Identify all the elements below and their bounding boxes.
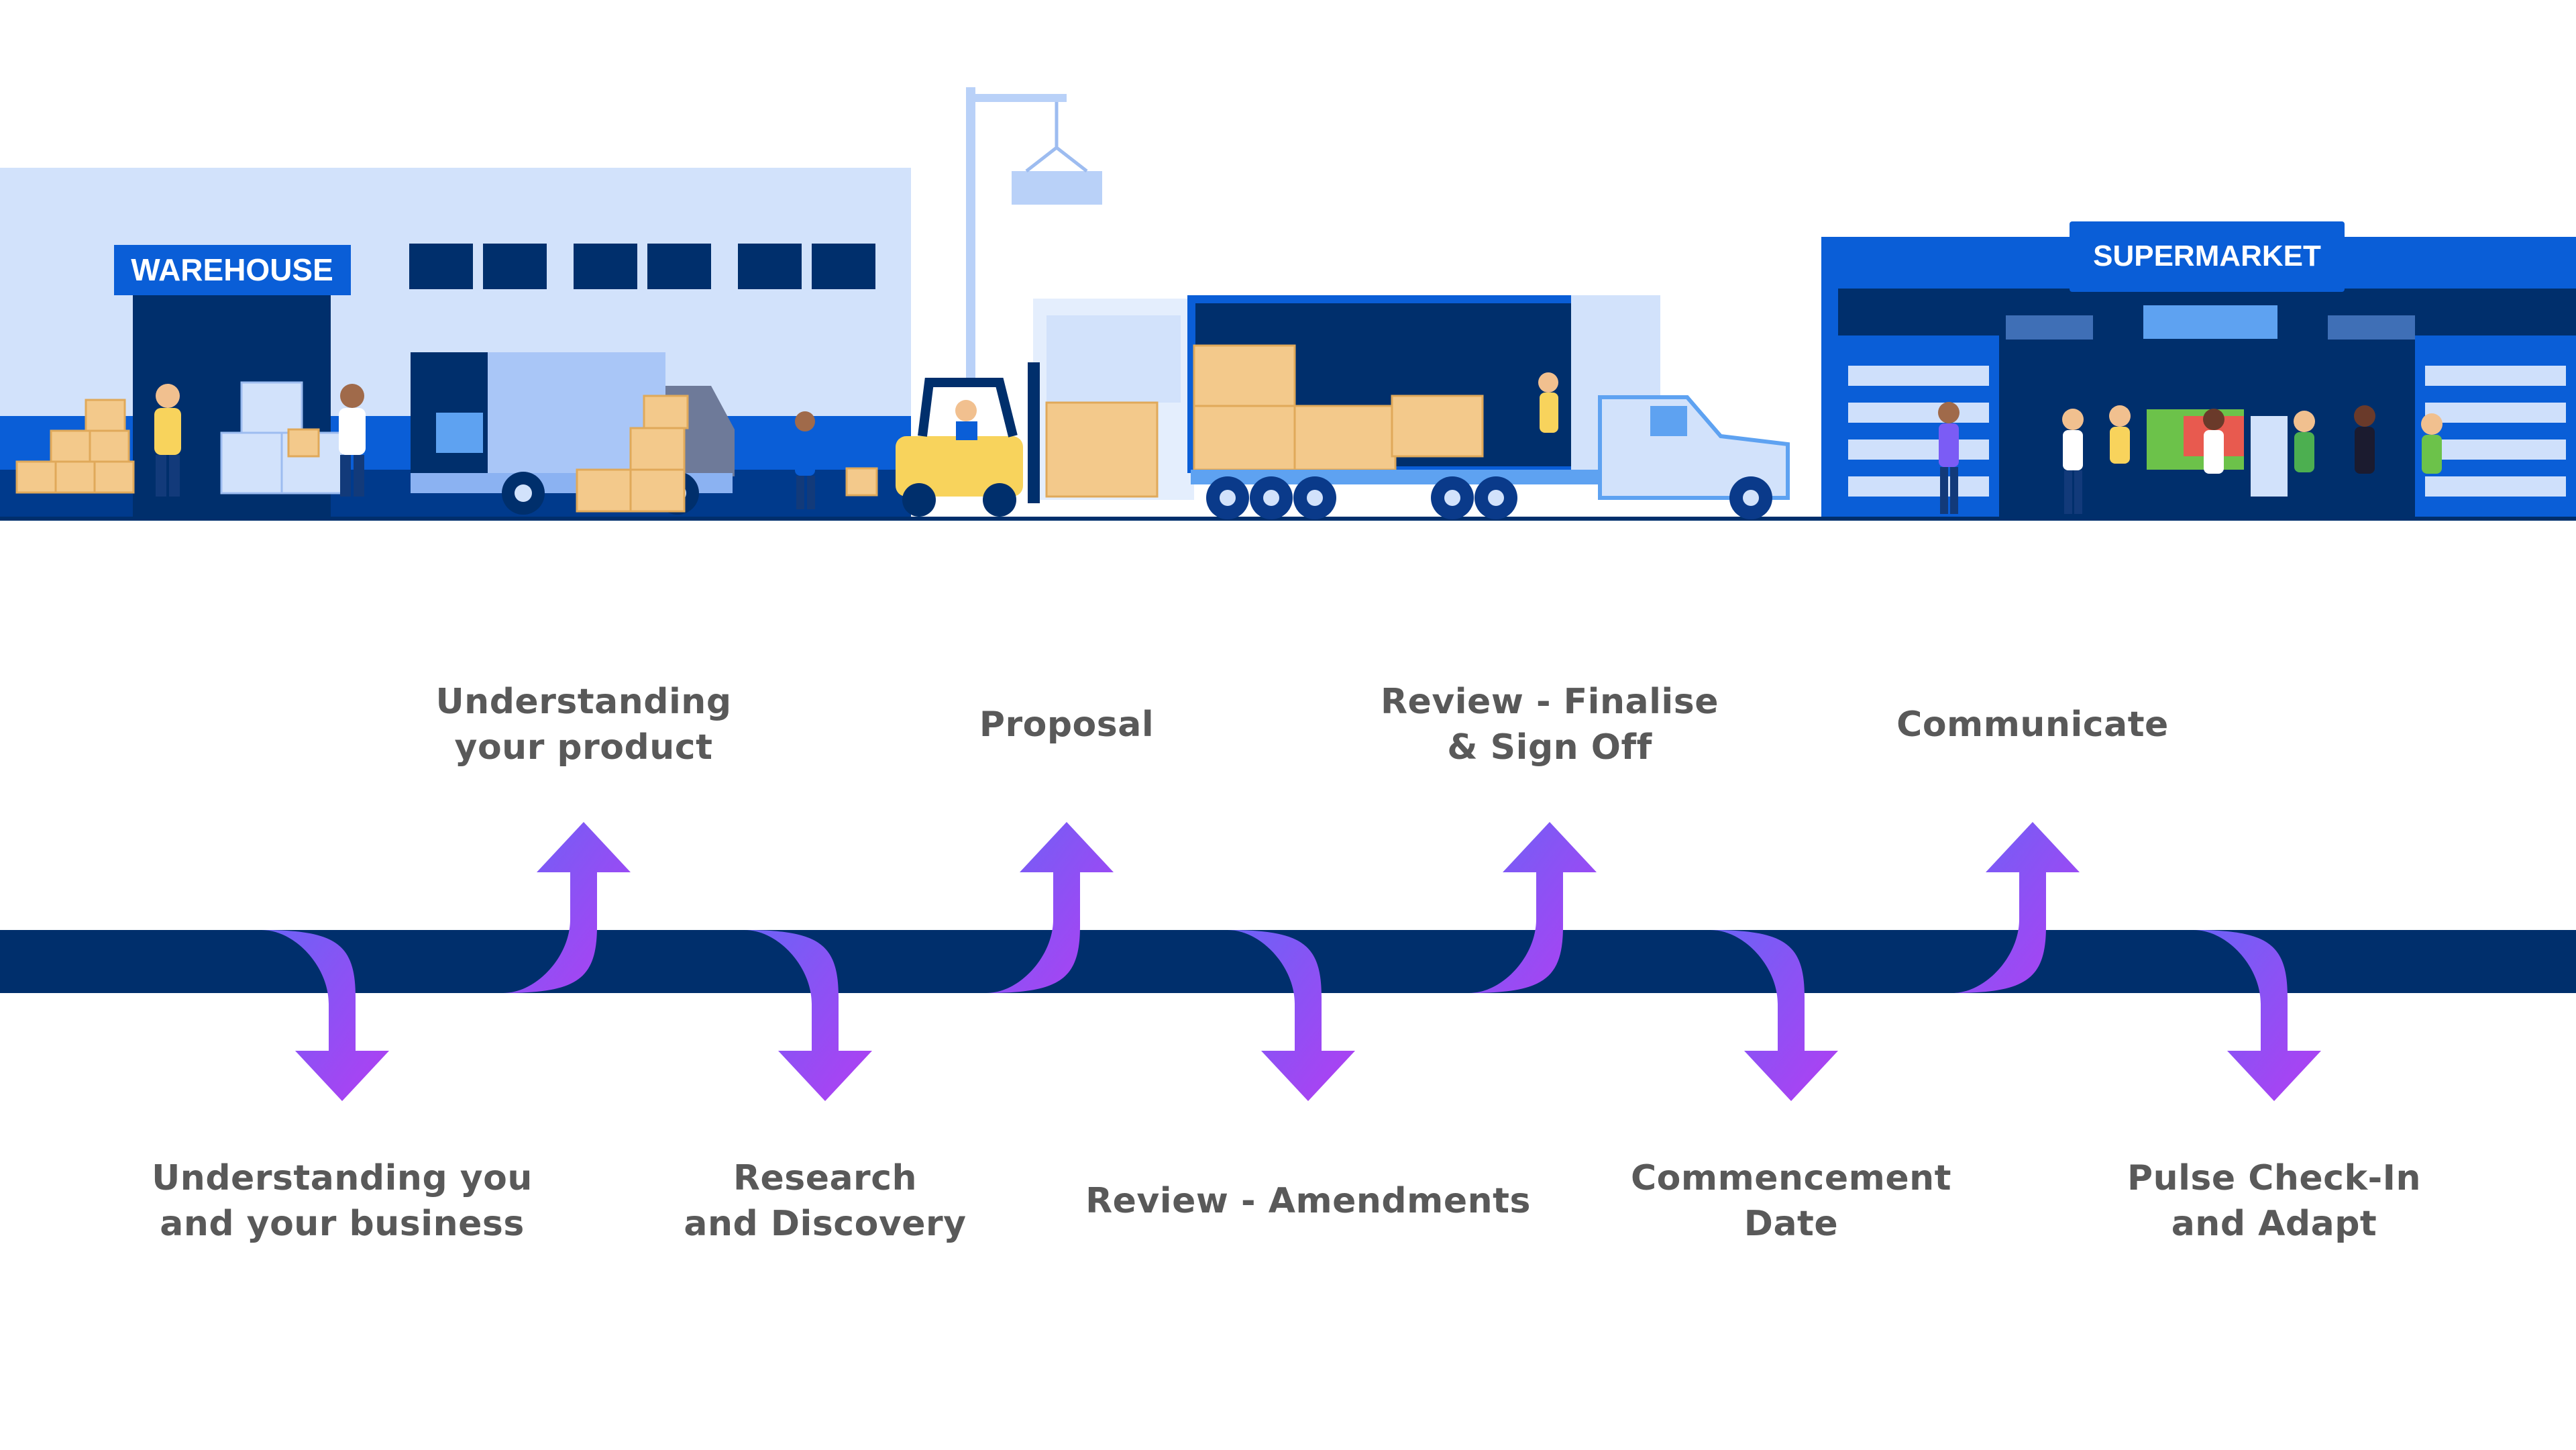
warehouse-windows [409, 244, 875, 289]
supermarket: SUPERMARKET [1821, 221, 2576, 517]
process-arrow-down [745, 930, 872, 1101]
process-arrow-down [1711, 930, 1838, 1101]
process-timeline [0, 822, 2576, 1101]
process-arrow-up [1469, 822, 1597, 993]
step-label: Review - Amendments [1085, 1181, 1531, 1221]
process-arrow-up [986, 822, 1114, 993]
step-label: Communicate [1896, 705, 2169, 745]
supermarket-shelves [1838, 335, 2576, 517]
warehouse-sign-text: WAREHOUSE [131, 252, 333, 287]
supermarket-sign-text: SUPERMARKET [2093, 240, 2321, 272]
step-label: Review - Finalise & Sign Off [1381, 682, 1719, 768]
warehouse-workers [154, 384, 366, 497]
semi-truck [1187, 295, 1790, 519]
supply-chain-illustration: WAREHOUSE [0, 87, 2576, 521]
process-arrow-down [2194, 930, 2321, 1101]
forklift [795, 362, 1159, 517]
step-label: Understanding you and your business [152, 1158, 533, 1244]
process-arrow-down [262, 930, 389, 1101]
process-arrow-down [1228, 930, 1355, 1101]
step-label: Pulse Check-In and Adapt [2127, 1158, 2422, 1244]
shoppers [1938, 402, 2443, 514]
process-arrow-up [1952, 822, 2080, 993]
step-label: Understanding your product [435, 682, 732, 768]
step-label: Research and Discovery [684, 1158, 967, 1244]
process-arrow-up [503, 822, 631, 993]
crane [966, 87, 1102, 379]
warehouse: WAREHOUSE [0, 168, 911, 517]
step-label: Proposal [979, 705, 1155, 745]
supermarket-sign [2070, 221, 2345, 292]
step-label: Commencement Date [1631, 1158, 1951, 1244]
box-truck [411, 352, 735, 515]
warehouse-sign [114, 245, 351, 295]
ground-line [0, 517, 2576, 521]
